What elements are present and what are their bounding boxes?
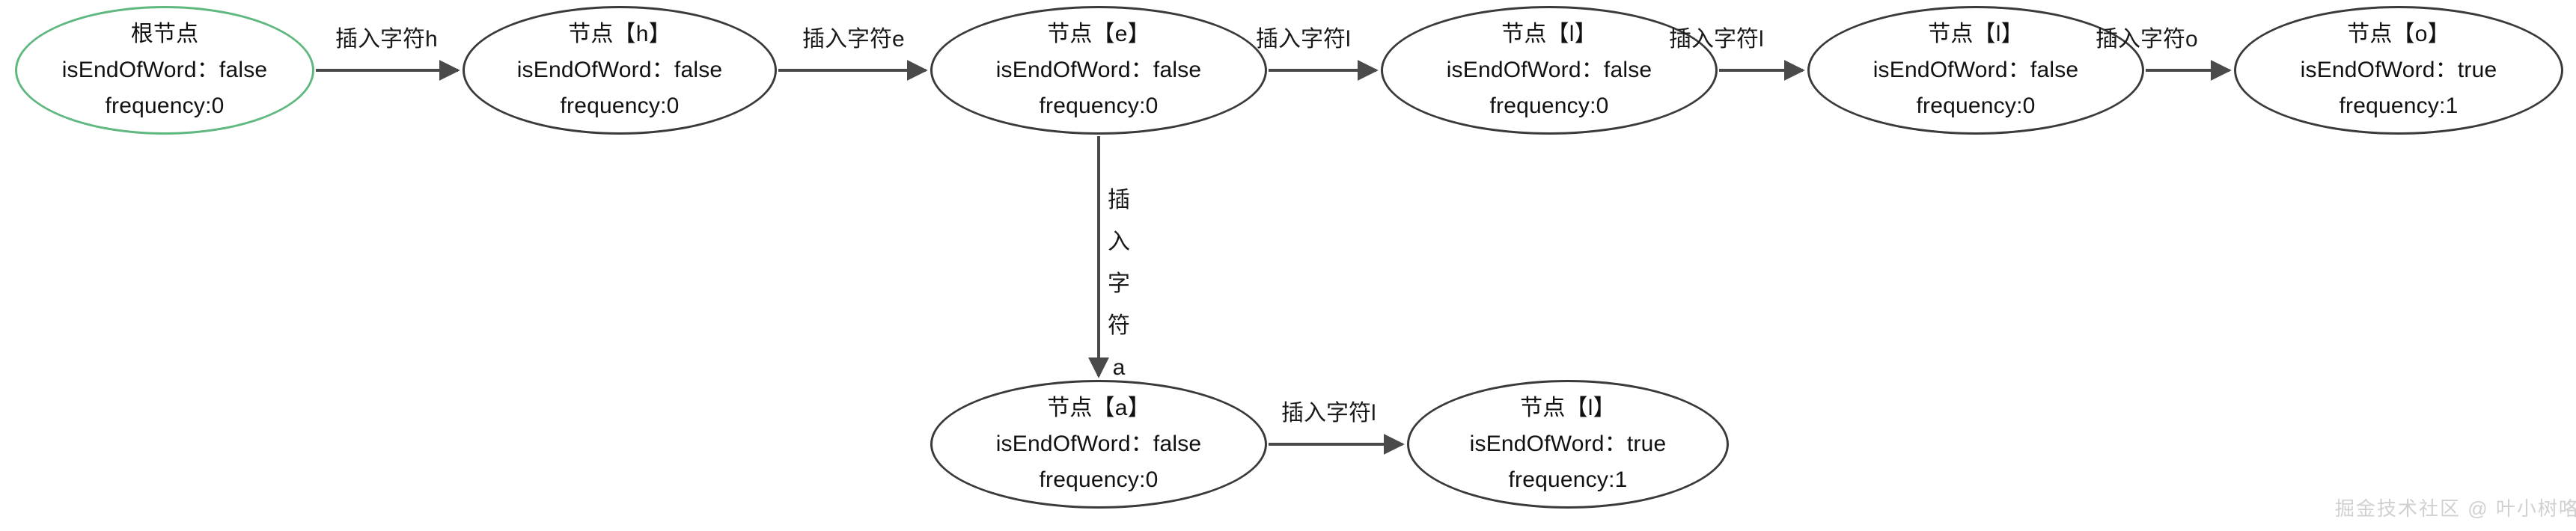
edge-label-e-a-char-1: 入 <box>1108 230 1130 254</box>
node-l2[interactable]: 节点【l】 isEndOfWord：false frequency:0 <box>1807 6 2144 135</box>
node-a-isendofword: isEndOfWord：false <box>995 432 1202 456</box>
node-a[interactable]: 节点【a】 isEndOfWord：false frequency:0 <box>930 380 1267 509</box>
node-h-title: 节点【h】 <box>568 22 671 46</box>
node-o-title: 节点【o】 <box>2347 22 2450 46</box>
node-e-isendofword: isEndOfWord：false <box>995 58 1202 82</box>
node-h-isendofword: isEndOfWord：false <box>516 58 723 82</box>
node-h-frequency: frequency:0 <box>560 93 680 118</box>
edge-label-root-h: 插入字符h <box>335 27 438 52</box>
node-l1-title: 节点【l】 <box>1501 22 1597 46</box>
edge-label-e-a-char-4: a <box>1112 355 1126 380</box>
node-e-frequency: frequency:0 <box>1039 93 1159 118</box>
node-l3-title: 节点【l】 <box>1520 396 1616 420</box>
node-o[interactable]: 节点【o】 isEndOfWord：true frequency:1 <box>2234 6 2563 135</box>
edge-label-l1-l2: 插入字符l <box>1669 27 1764 52</box>
node-root[interactable]: 根节点 isEndOfWord：false frequency:0 <box>15 6 314 135</box>
node-h[interactable]: 节点【h】 isEndOfWord：false frequency:0 <box>463 6 777 135</box>
edge-label-e-a-char-0: 插 <box>1108 188 1130 212</box>
edge-label-e-a-char-2: 字 <box>1108 271 1130 296</box>
node-l3[interactable]: 节点【l】 isEndOfWord：true frequency:1 <box>1407 380 1729 509</box>
node-o-isendofword: isEndOfWord：true <box>2300 58 2497 82</box>
node-l3-isendofword: isEndOfWord：true <box>1469 432 1667 456</box>
node-root-title: 根节点 <box>130 22 199 46</box>
node-e-title: 节点【e】 <box>1047 22 1150 46</box>
edge-label-a-l3: 插入字符l <box>1281 401 1376 426</box>
node-l3-frequency: frequency:1 <box>1508 467 1628 492</box>
node-a-title: 节点【a】 <box>1047 396 1150 420</box>
node-root-frequency: frequency:0 <box>105 93 225 118</box>
edge-label-e-l1: 插入字符l <box>1256 27 1351 52</box>
node-l1-frequency: frequency:0 <box>1489 93 1609 118</box>
edge-label-l2-o: 插入字符o <box>2096 27 2198 52</box>
node-l1[interactable]: 节点【l】 isEndOfWord：false frequency:0 <box>1381 6 1718 135</box>
edge-label-e-a-char-3: 符 <box>1108 313 1130 338</box>
node-a-frequency: frequency:0 <box>1039 467 1159 492</box>
node-l2-isendofword: isEndOfWord：false <box>1873 58 2079 82</box>
node-e[interactable]: 节点【e】 isEndOfWord：false frequency:0 <box>930 6 1267 135</box>
node-l2-title: 节点【l】 <box>1928 22 2024 46</box>
node-o-frequency: frequency:1 <box>2339 93 2459 118</box>
node-l1-isendofword: isEndOfWord：false <box>1446 58 1652 82</box>
edge-label-h-e: 插入字符e <box>802 27 905 52</box>
watermark: 掘金技术社区 @ 叶小树咯 <box>2335 497 2576 520</box>
node-root-isendofword: isEndOfWord：false <box>61 58 268 82</box>
node-l2-frequency: frequency:0 <box>1916 93 2036 118</box>
